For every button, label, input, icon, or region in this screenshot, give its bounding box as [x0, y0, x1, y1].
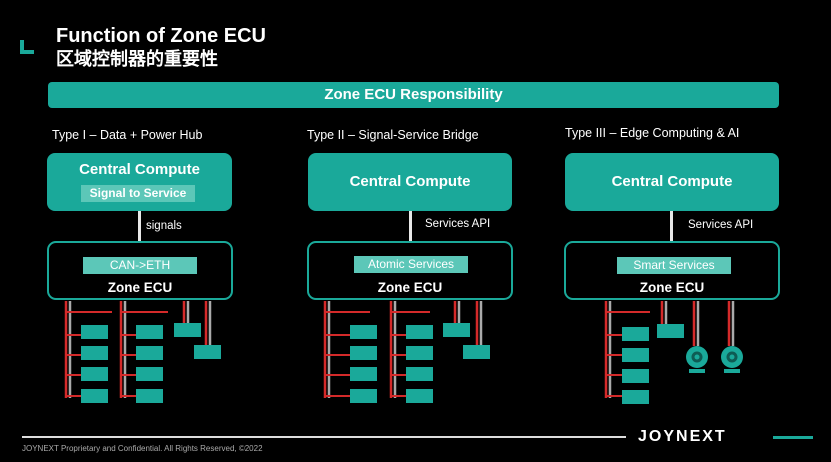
link-3 [670, 211, 673, 243]
signal-to-service-badge: Signal to Service [81, 185, 195, 202]
link-3-label: Services API [688, 219, 754, 231]
type-3-label: Type III – Edge Computing & AI [565, 126, 740, 140]
title-corner-mark [20, 34, 34, 54]
sensor-box [136, 389, 163, 403]
sensor-box [350, 325, 377, 339]
sensor-box [622, 390, 649, 404]
zone-ecu-2-title: Zone ECU [377, 280, 443, 295]
sensor-box [622, 369, 649, 383]
zone-ecu-1: CAN->ETH Zone ECU [47, 241, 233, 300]
logo-accent-line [773, 436, 813, 439]
sensor-box [136, 325, 163, 339]
sensor-box [81, 346, 108, 360]
central-compute-2: Central Compute [308, 153, 512, 211]
zone-ecu-3-title: Zone ECU [639, 280, 705, 295]
sensor-box [350, 389, 377, 403]
sensor-box [350, 367, 377, 381]
type-1-label: Type I – Data + Power Hub [52, 128, 203, 142]
responsibility-banner: Zone ECU Responsibility [48, 82, 779, 108]
sensor-box [463, 345, 490, 359]
sensor-box [406, 325, 433, 339]
smart-services-badge: Smart Services [617, 257, 731, 274]
sensor-box [406, 346, 433, 360]
central-compute-1: Central Compute Signal to Service [47, 153, 232, 211]
central-compute-1-title: Central Compute [79, 161, 200, 178]
camera-icon [686, 346, 708, 373]
sensor-box [81, 389, 108, 403]
sensor-box [406, 389, 433, 403]
sensor-box [406, 367, 433, 381]
sensor-box [657, 324, 684, 338]
footer-divider [22, 436, 626, 438]
can-eth-badge: CAN->ETH [83, 257, 197, 274]
sensor-box [622, 348, 649, 362]
wiring-group-3 [604, 301, 743, 404]
page-title: Function of Zone ECU [56, 25, 266, 47]
type-2-label: Type II – Signal-Service Bridge [307, 128, 479, 142]
page-subtitle: 区域控制器的重要性 [56, 49, 218, 69]
atomic-services-badge: Atomic Services [354, 256, 468, 273]
camera-icon [721, 346, 743, 373]
link-1 [138, 211, 141, 243]
footer-text: JOYNEXT Proprietary and Confidential. Al… [22, 444, 263, 453]
sensor-box [443, 323, 470, 337]
central-compute-3-title: Central Compute [611, 173, 733, 190]
sensor-box [350, 346, 377, 360]
joynext-logo: JOYNEXT [638, 428, 727, 445]
sensor-box [194, 345, 221, 359]
sensor-box [81, 325, 108, 339]
sensor-box [81, 367, 108, 381]
sensor-box [136, 367, 163, 381]
zone-ecu-1-title: Zone ECU [107, 280, 173, 295]
link-1-label: signals [146, 220, 182, 232]
sensor-box [622, 327, 649, 341]
sensor-box [174, 323, 201, 337]
sensor-box [136, 346, 163, 360]
link-2 [409, 211, 412, 243]
zone-ecu-3: Smart Services Zone ECU [564, 241, 780, 300]
zone-ecu-2: Atomic Services Zone ECU [307, 241, 513, 300]
link-2-label: Services API [425, 218, 491, 230]
wiring-group-1 [64, 301, 221, 403]
central-compute-2-title: Central Compute [349, 173, 471, 190]
central-compute-3: Central Compute [565, 153, 779, 211]
wiring-group-2 [323, 301, 490, 403]
